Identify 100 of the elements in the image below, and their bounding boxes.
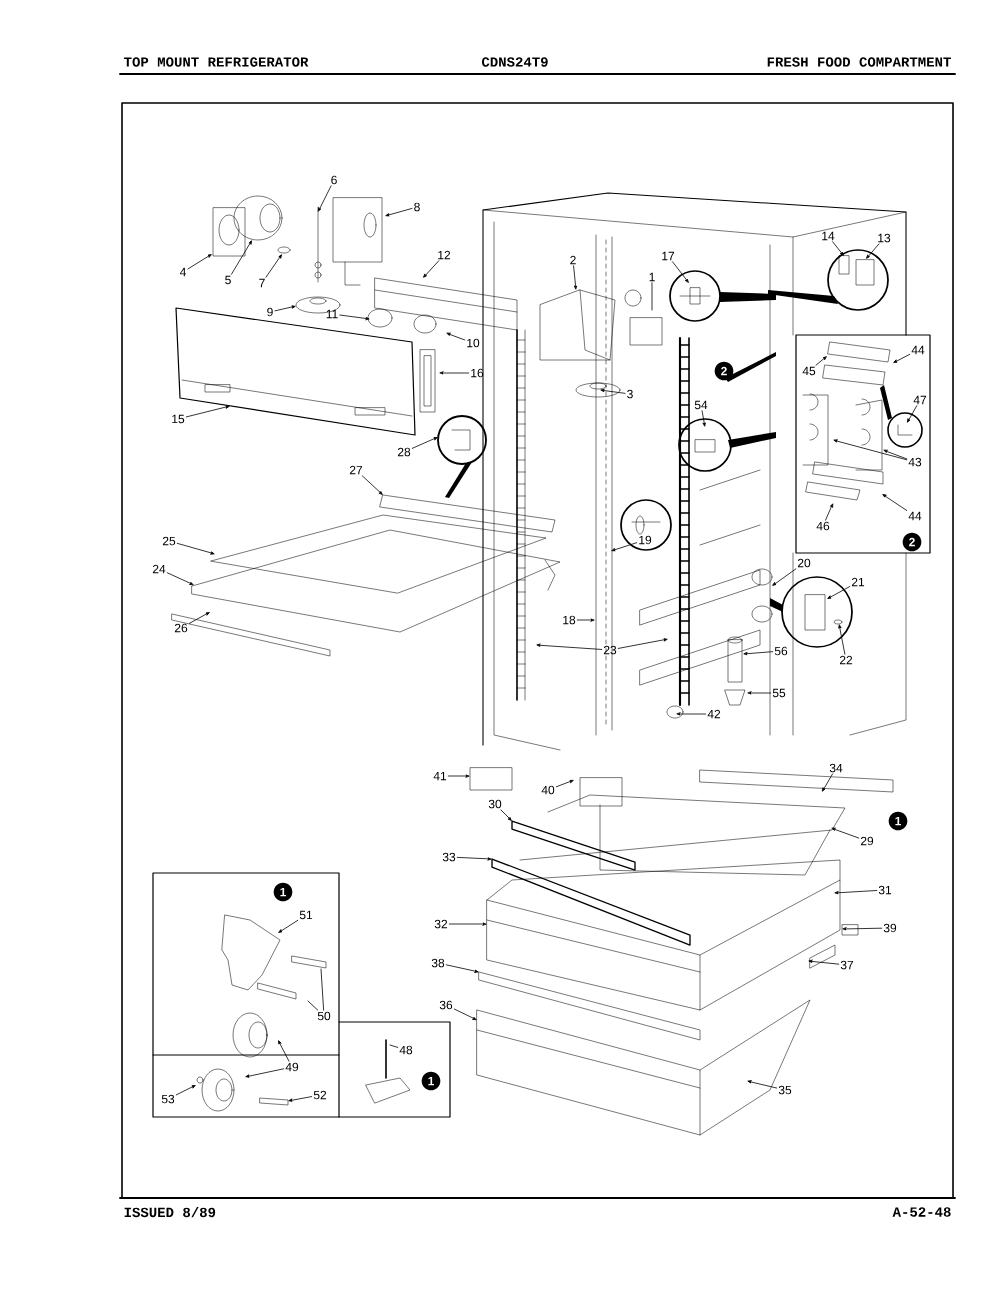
callout-number: 1 [649,272,655,282]
leader-line [834,890,878,895]
leader-line [274,305,296,312]
leader-line [617,638,668,649]
leader-line [439,371,470,375]
header-text: A-52-48 [892,1207,951,1217]
leader-line [907,405,918,423]
leader-line [825,503,833,521]
callout-number: 9 [267,307,273,317]
callout-number: 14 [822,231,835,241]
callout-number: 10 [467,338,480,348]
callout-number: 16 [471,368,484,378]
leader-line [448,922,487,926]
leader-line [822,773,833,792]
leader-line [827,586,851,599]
callout-number: 4 [179,267,186,277]
leader-line [808,959,840,965]
callout-number: 21 [851,577,865,587]
leader-line [883,450,908,460]
callout-number: 13 [878,233,891,243]
leader-line [318,185,332,212]
leader-line [176,542,215,555]
leader-line [185,405,230,418]
header-text: CDNS24T9 [481,57,548,67]
leader-line [676,712,707,716]
callout-number: 34 [829,763,843,773]
callout-number: 36 [439,1000,453,1010]
callout-number: 31 [878,885,892,895]
leader-line [231,240,252,275]
callout-number: 52 [313,1090,327,1100]
callout-number: 41 [433,771,447,781]
leader-line [832,241,844,256]
callout-number: 32 [434,919,448,929]
callout-number: 3 [627,389,633,399]
callout-number: 29 [860,836,874,846]
callout-number: 24 [152,564,166,574]
header-text: TOP MOUNT REFRIGERATOR [124,57,309,67]
leader-line [500,809,512,821]
callout-number: 27 [349,465,363,475]
leader-line [555,780,574,788]
callout-number: 47 [913,395,927,405]
leader-line [188,612,210,624]
callout-number: 33 [442,852,456,862]
leader-line [389,1044,399,1048]
leader-line [600,389,626,394]
callout-number: 54 [694,400,708,410]
leader-line [842,927,883,931]
leader-line [278,1040,290,1062]
callout-number: 6 [331,175,337,185]
callout-number: 18 [563,615,576,625]
leader-line [320,968,325,1011]
callout-number: 25 [162,536,176,546]
leader-line [651,282,653,311]
callout-number: 55 [772,688,786,698]
leader-line [701,410,706,427]
callout-number: 42 [707,709,721,719]
leader-line [743,651,774,656]
callout-number: 53 [161,1094,175,1104]
leader-line [747,691,772,695]
leader-line [772,568,797,586]
leader-line [611,542,638,552]
leader-line [833,439,908,461]
callout-number: 38 [431,958,445,968]
leader-line [576,618,595,622]
leader-line [893,353,911,363]
callout-number: 43 [908,457,922,467]
leader-line [166,572,194,585]
callout-number: 46 [816,521,830,531]
leader-line [447,774,470,778]
leader-line [747,1080,778,1089]
leader-line [307,1000,319,1011]
callout-number: 23 [603,645,617,655]
callout-number: 35 [778,1085,792,1095]
callout-number: 15 [172,414,185,424]
leader-line [831,827,860,839]
callout-number: 44 [911,345,925,355]
leader-line [175,1085,196,1096]
callout-number: 45 [802,366,816,376]
callout-number: 5 [225,275,231,285]
callout-number: 56 [774,646,788,656]
leader-line [838,624,846,655]
callout-number: 39 [883,923,897,933]
leader-line [339,314,370,320]
leader-line [536,643,603,650]
leader-line [446,332,466,341]
leader-line [278,919,299,933]
callout-number: 40 [541,785,555,795]
callout-number: 12 [438,250,451,260]
leader-line [361,475,383,495]
leader-line [265,254,282,278]
callout-number: 20 [797,558,811,568]
callout-number: 49 [285,1062,299,1072]
callout-number: 26 [174,623,188,633]
callout-number: 8 [414,202,420,212]
callout-number: 48 [399,1045,413,1055]
leader-line [456,857,492,861]
callout-number: 50 [317,1011,331,1021]
leader-line [288,1096,313,1102]
leader-line [672,261,689,283]
callout-number: 44 [908,511,922,521]
